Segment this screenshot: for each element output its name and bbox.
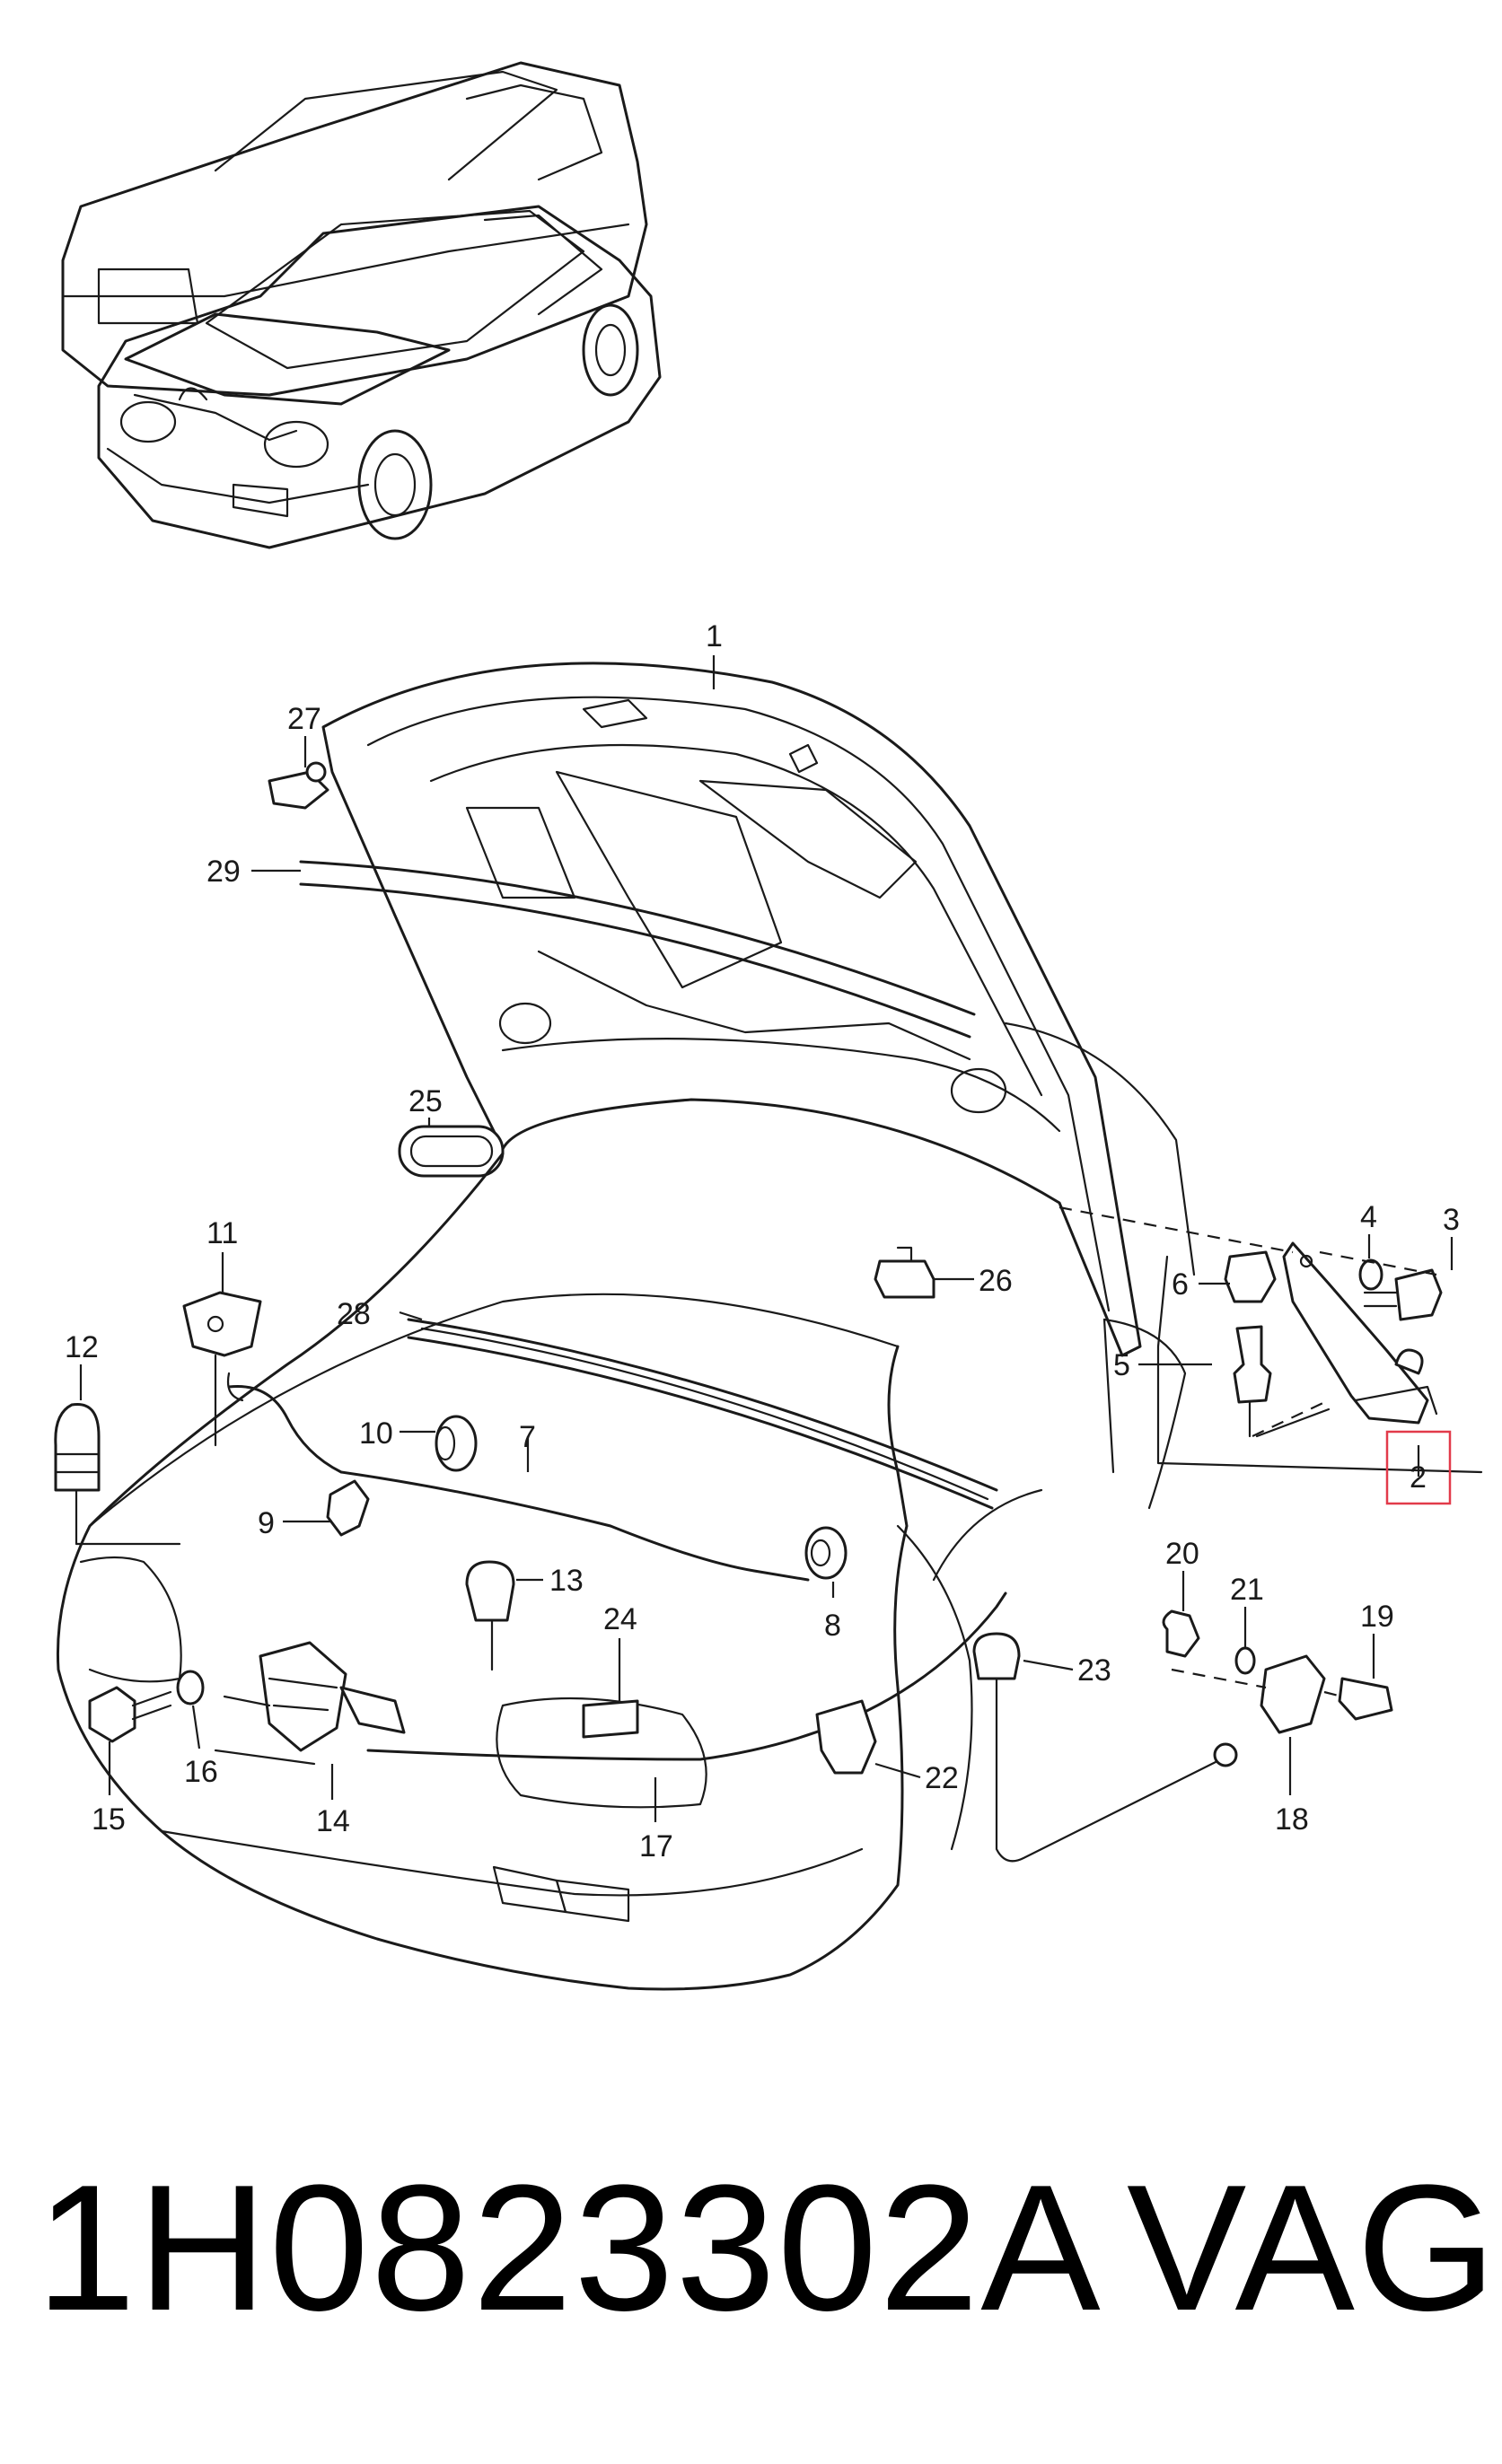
callout-1: 1 (706, 619, 723, 653)
callout-6: 6 (1172, 1267, 1189, 1302)
brand-label: VAG (1127, 2148, 1498, 2348)
callout-23: 23 (1077, 1653, 1111, 1688)
callout-18: 18 (1275, 1802, 1309, 1837)
callout-17: 17 (639, 1829, 673, 1863)
callout-9: 9 (258, 1506, 275, 1540)
callout-7: 7 (519, 1420, 536, 1454)
callout-2: 2 (1410, 1460, 1427, 1495)
callout-19: 19 (1360, 1600, 1394, 1634)
callout-10: 10 (359, 1416, 393, 1451)
callout-5: 5 (1113, 1348, 1130, 1382)
bonnet-assembly (54, 662, 1483, 1991)
callout-8: 8 (824, 1609, 841, 1643)
callout-12: 12 (65, 1330, 99, 1364)
callout-25: 25 (408, 1084, 443, 1118)
callout-26: 26 (979, 1264, 1013, 1298)
callout-14: 14 (316, 1804, 350, 1838)
callout-22: 22 (925, 1761, 959, 1795)
callout-20: 20 (1165, 1537, 1199, 1571)
part-number: 1H0823302A (36, 2148, 1102, 2348)
callout-labels: 1 2 3 4 5 6 7 8 9 10 11 12 13 14 15 16 1… (65, 619, 1460, 1863)
callout-29: 29 (206, 855, 241, 889)
callout-13: 13 (549, 1564, 584, 1598)
callout-16: 16 (184, 1755, 218, 1789)
callout-3: 3 (1443, 1203, 1460, 1237)
highlight-box (1385, 1430, 1452, 1505)
callout-21: 21 (1230, 1573, 1264, 1607)
callout-11: 11 (206, 1216, 238, 1250)
callout-27: 27 (287, 702, 321, 736)
car-inset-illustration (61, 61, 662, 549)
callout-15: 15 (92, 1802, 126, 1837)
callout-leaders (79, 655, 1454, 1822)
callout-4: 4 (1360, 1200, 1377, 1234)
callout-28: 28 (337, 1297, 371, 1331)
callout-24: 24 (603, 1602, 637, 1636)
